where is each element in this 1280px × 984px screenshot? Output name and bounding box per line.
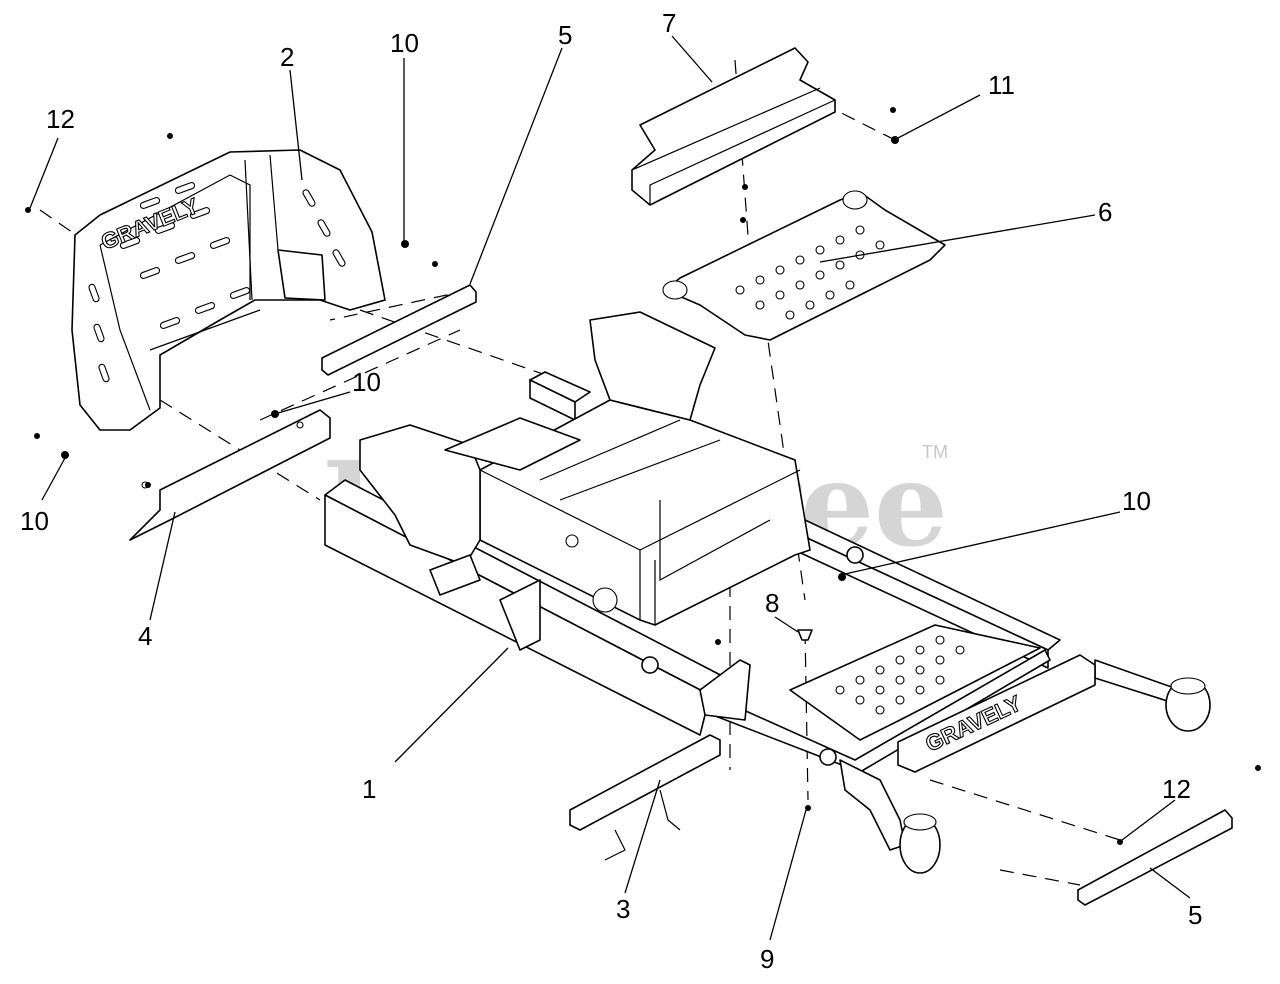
floor-plate-holes [735, 225, 885, 320]
callouts: 1 2 3 4 5 5 6 7 8 9 10 10 10 10 11 12 12 [20, 8, 1202, 974]
callout-1: 1 [362, 774, 376, 804]
hardware [25, 107, 1261, 845]
bar-lower [1077, 809, 1233, 906]
footrest-holes [835, 635, 965, 715]
seat-pan-slots [88, 182, 346, 383]
callout-9: 9 [760, 944, 774, 974]
callout-8: 8 [765, 588, 779, 618]
callout-2: 2 [280, 42, 294, 72]
floor-plate [662, 190, 946, 341]
seat-pan: GRAVELY [71, 149, 386, 431]
callout-6: 6 [1098, 197, 1112, 227]
callout-12-top: 12 [46, 104, 75, 134]
callout-7: 7 [662, 8, 676, 38]
callout-12-bottom: 12 [1162, 774, 1191, 804]
bar-upper [321, 284, 477, 376]
callout-4: 4 [138, 621, 152, 651]
callout-3: 3 [616, 894, 630, 924]
callout-10-left: 10 [20, 506, 49, 536]
callout-10-top: 10 [390, 28, 419, 58]
callout-10-right: 10 [1122, 486, 1151, 516]
callout-10-middle: 10 [352, 367, 381, 397]
watermark-trademark: TM [922, 442, 948, 462]
left-bracket [129, 409, 331, 541]
lower-bracket [569, 734, 721, 861]
leader-lines [29, 35, 1191, 941]
callout-5-lower: 5 [1188, 900, 1202, 930]
upper-plate [631, 47, 836, 206]
callout-5-upper: 5 [558, 20, 572, 50]
callout-11: 11 [988, 70, 1015, 100]
